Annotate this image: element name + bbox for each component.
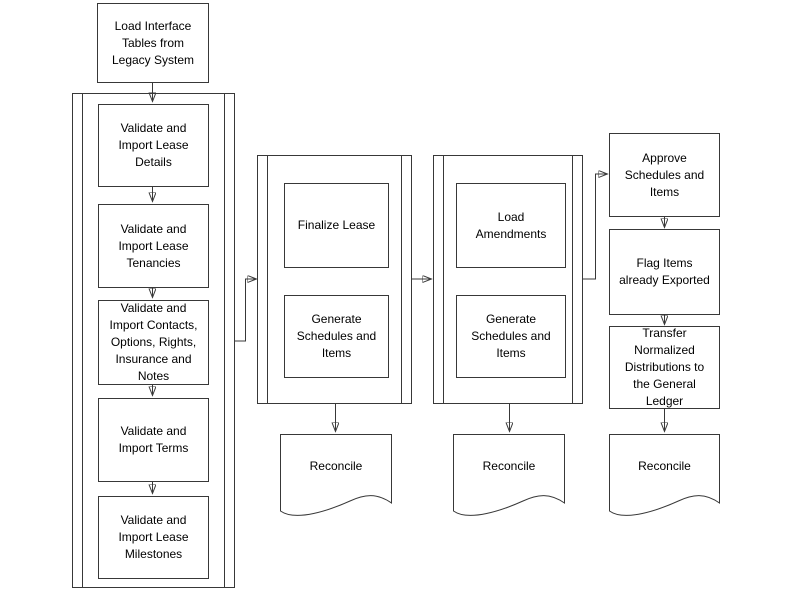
frame-side-line [267, 156, 268, 403]
node-label: Validate and Import Contacts, Options, R… [109, 301, 198, 383]
node-label: Generate Schedules and Items [296, 312, 377, 360]
node-finalize-lease: Finalize Lease [284, 183, 389, 268]
document-outline [281, 435, 392, 516]
node-approve-schedules-items: Approve Schedules and Items [609, 133, 720, 217]
amendments-subprocess-frame: Load Amendments Generate Schedules and I… [433, 155, 583, 404]
node-label: Validate and Import Lease Tenancies [118, 221, 189, 270]
frame-side-line [443, 156, 444, 403]
document-reconcile-1: Reconcile [280, 434, 392, 518]
node-load-interface-tables: Load Interface Tables from Legacy System [97, 3, 209, 83]
frame-side-line [82, 94, 83, 587]
node-flag-items-exported: Flag Items already Exported [609, 229, 720, 315]
document-shape [280, 434, 392, 518]
document-shape [453, 434, 565, 518]
document-outline [454, 435, 565, 516]
node-label: Validate and Import Terms [118, 424, 189, 455]
node-generate-schedules-items-2: Generate Schedules and Items [456, 295, 566, 378]
document-outline [609, 435, 719, 516]
frame-side-line [572, 156, 573, 403]
arrow-import-to-finalize-frame [235, 279, 256, 342]
node-load-amendments: Load Amendments [456, 183, 566, 268]
node-label: Load Interface Tables from Legacy System [111, 18, 195, 67]
document-reconcile-2: Reconcile [453, 434, 565, 518]
node-label: Transfer Normalized Distributions to the… [624, 326, 705, 408]
document-label: Reconcile [638, 459, 691, 473]
node-label: Flag Items already Exported [619, 256, 710, 287]
node-validate-import-lease-milestones: Validate and Import Lease Milestones [98, 496, 209, 579]
arrow-amendments-to-approve [583, 174, 607, 280]
node-label: Load Amendments [475, 209, 547, 241]
document-label: Reconcile [482, 459, 536, 473]
document-shape [609, 434, 720, 518]
frame-side-line [401, 156, 402, 403]
node-validate-import-contacts-options: Validate and Import Contacts, Options, R… [98, 300, 209, 385]
node-validate-import-lease-details: Validate and Import Lease Details [98, 104, 209, 187]
node-validate-import-lease-tenancies: Validate and Import Lease Tenancies [98, 204, 209, 288]
finalize-subprocess-frame: Finalize Lease Generate Schedules and It… [257, 155, 412, 404]
node-label: Finalize Lease [297, 218, 376, 232]
node-label: Approve Schedules and Items [624, 150, 705, 199]
node-label: Validate and Import Lease Milestones [118, 513, 189, 561]
node-generate-schedules-items-1: Generate Schedules and Items [284, 295, 389, 378]
import-subprocess-frame: Validate and Import Lease Details Valida… [72, 93, 235, 588]
node-label: Validate and Import Lease Details [118, 121, 189, 169]
document-label: Reconcile [309, 459, 363, 473]
node-transfer-distributions-ledger: Transfer Normalized Distributions to the… [609, 326, 720, 409]
node-label: Generate Schedules and Items [471, 312, 551, 360]
frame-side-line [224, 94, 225, 587]
document-reconcile-3: Reconcile [609, 434, 720, 518]
node-validate-import-terms: Validate and Import Terms [98, 398, 209, 482]
